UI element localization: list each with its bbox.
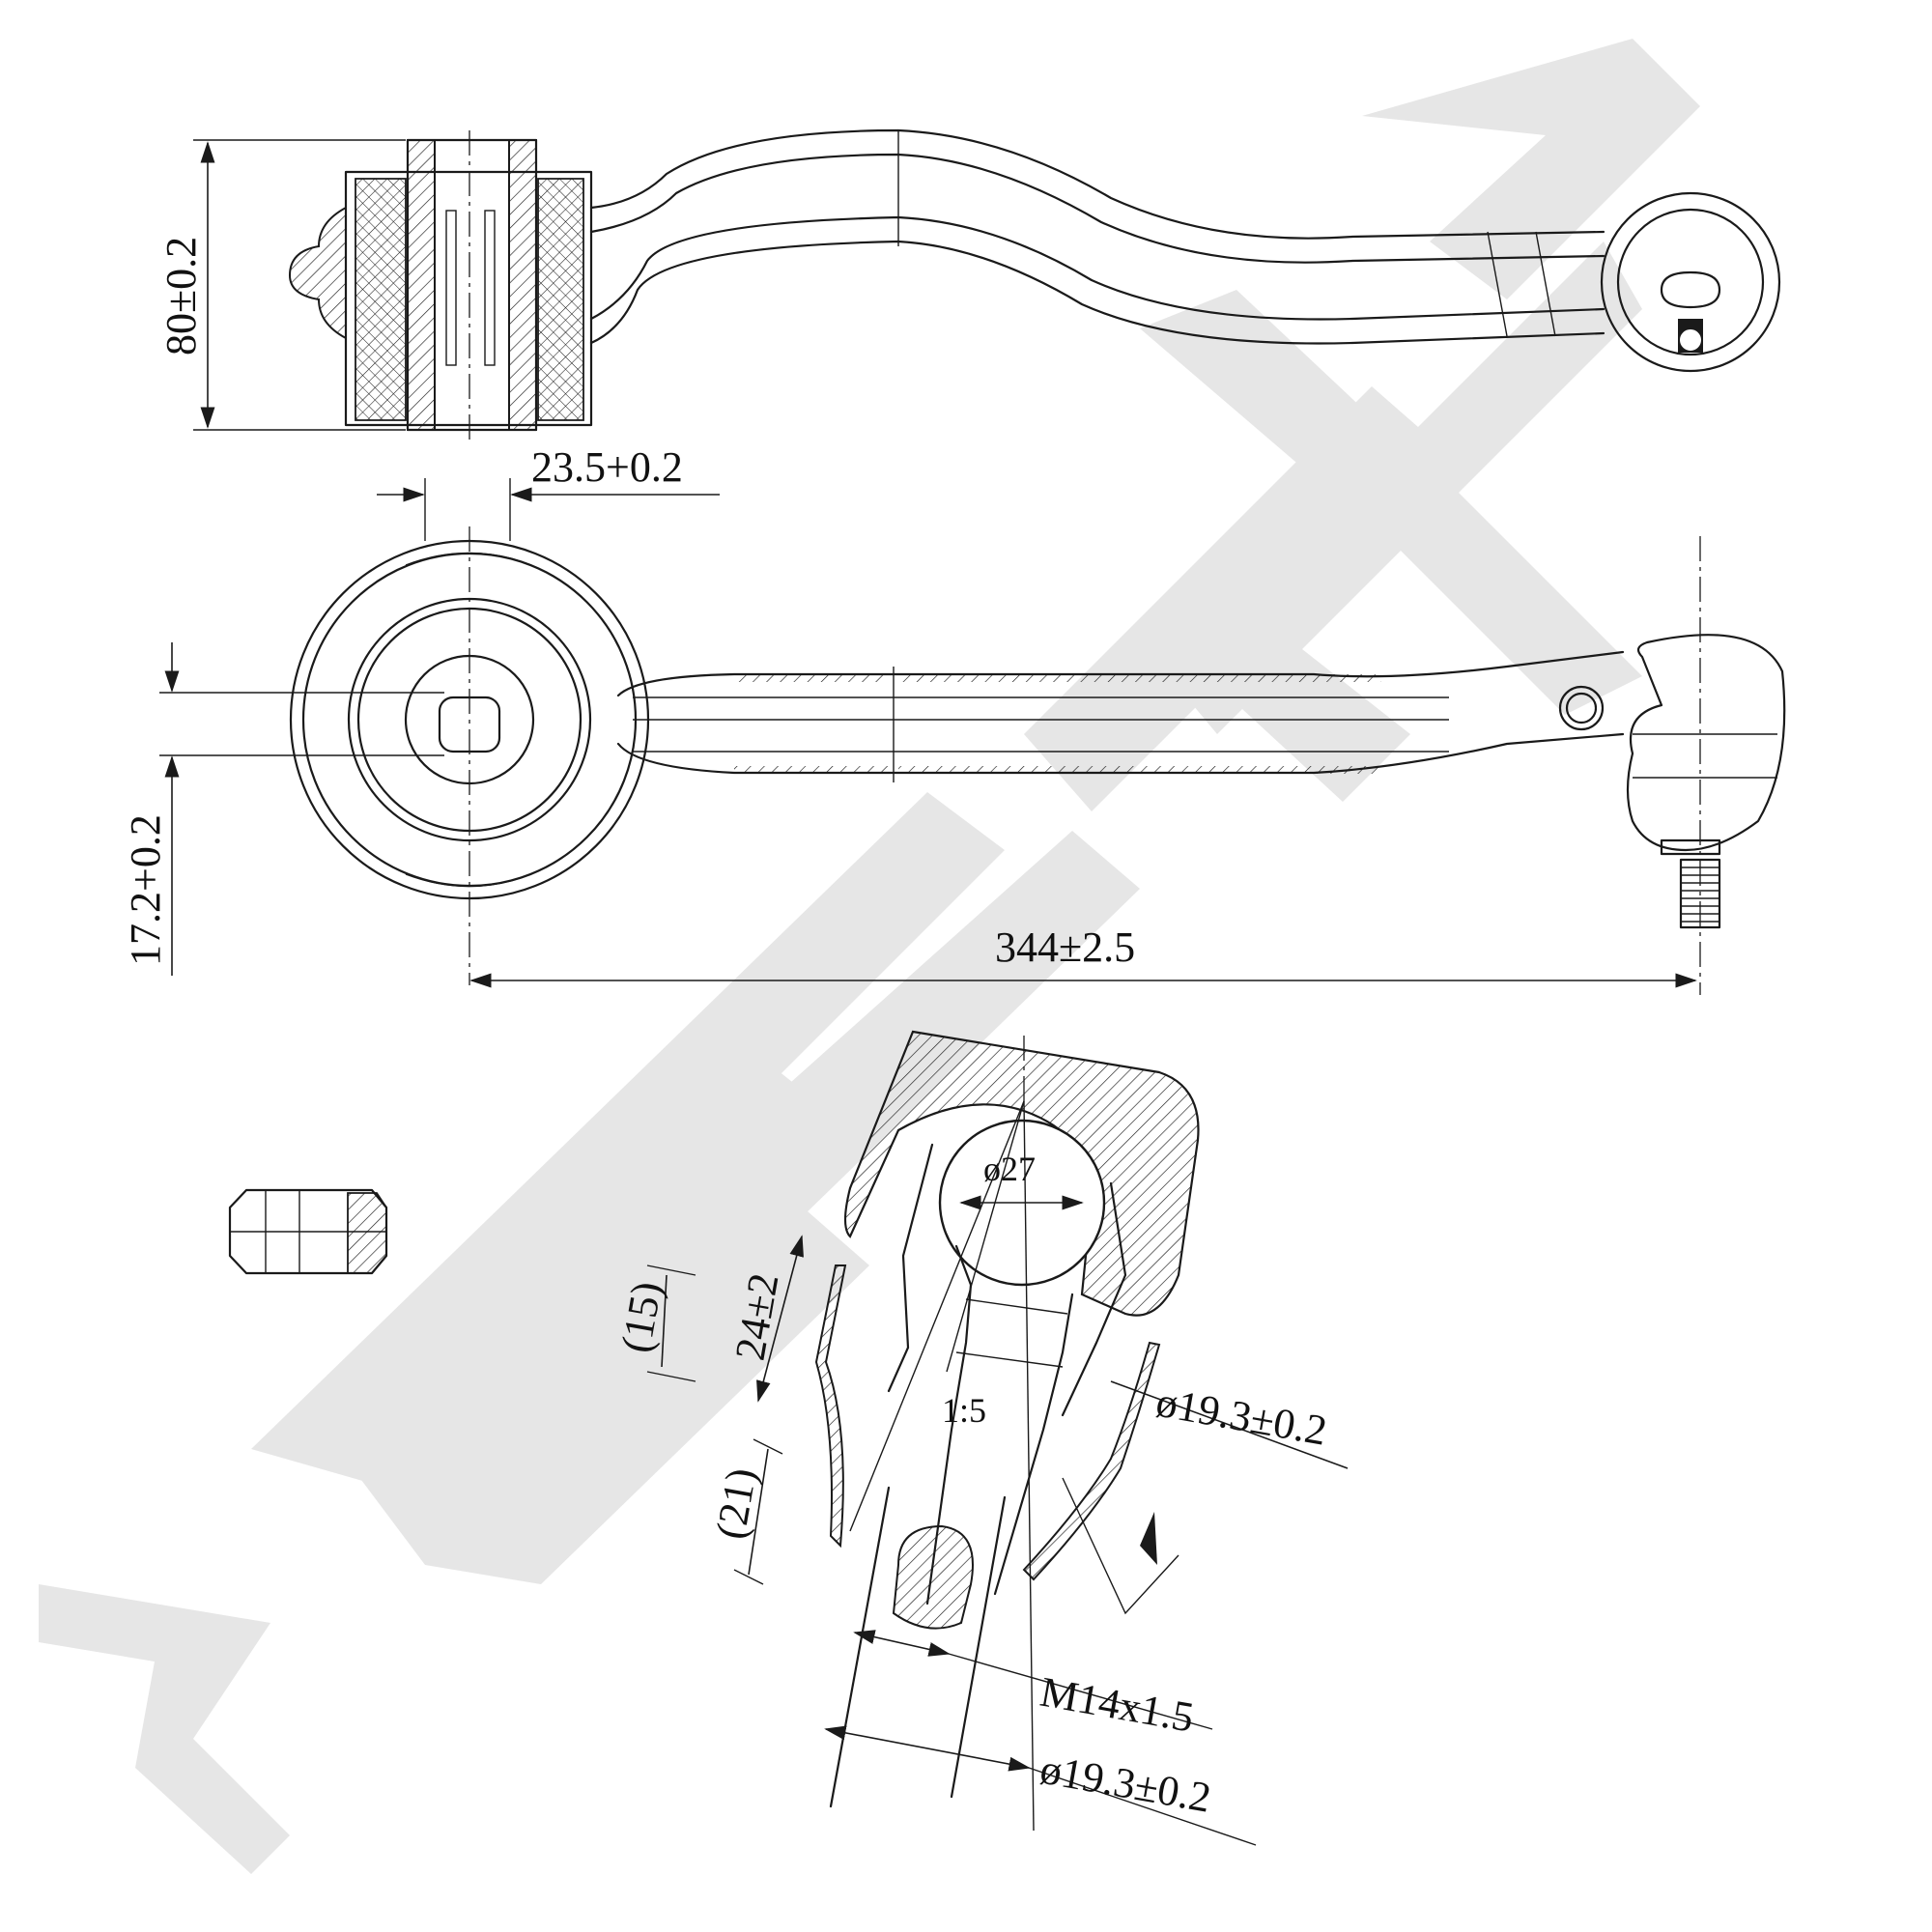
arm-top-view (289, 526, 1786, 995)
dim-taper-diameter-bottom-label: ø19.3±0.2 (1037, 1746, 1214, 1822)
dim-stud-ref: (21) (707, 1438, 783, 1585)
dim-bushing-width-label: 23.5+0.2 (531, 443, 683, 491)
dim-length: 344±2.5 (469, 923, 1697, 988)
dim-length-label: 344±2.5 (995, 923, 1135, 971)
dim-taper-diameter-top: ø19.3±0.2 (1110, 1378, 1349, 1469)
dim-offset: 17.2+0.2 (122, 642, 444, 976)
dim-bushing-width: 23.5+0.2 (377, 443, 720, 541)
arm-side-view (288, 128, 1781, 440)
dim-height-label: 80±0.2 (157, 237, 205, 355)
dim-height: 80±0.2 (157, 139, 406, 431)
dim-thread: M14x1.5 (853, 1630, 1213, 1742)
dim-stud-ref-label: (21) (707, 1464, 766, 1543)
ball-joint-section: ø27 1:5 (814, 1030, 1200, 1832)
dim-taper-diameter-top-label: ø19.3±0.2 (1152, 1378, 1330, 1455)
nut-detail (228, 1188, 388, 1275)
dim-taper-label: 1:5 (942, 1391, 986, 1430)
dim-thread-label: M14x1.5 (1037, 1668, 1197, 1742)
dim-taper-diameter-bottom: ø19.3±0.2 (824, 1725, 1257, 1846)
dim-offset-label: 17.2+0.2 (122, 814, 169, 966)
dim-socket-ref: (15) (612, 1264, 696, 1382)
